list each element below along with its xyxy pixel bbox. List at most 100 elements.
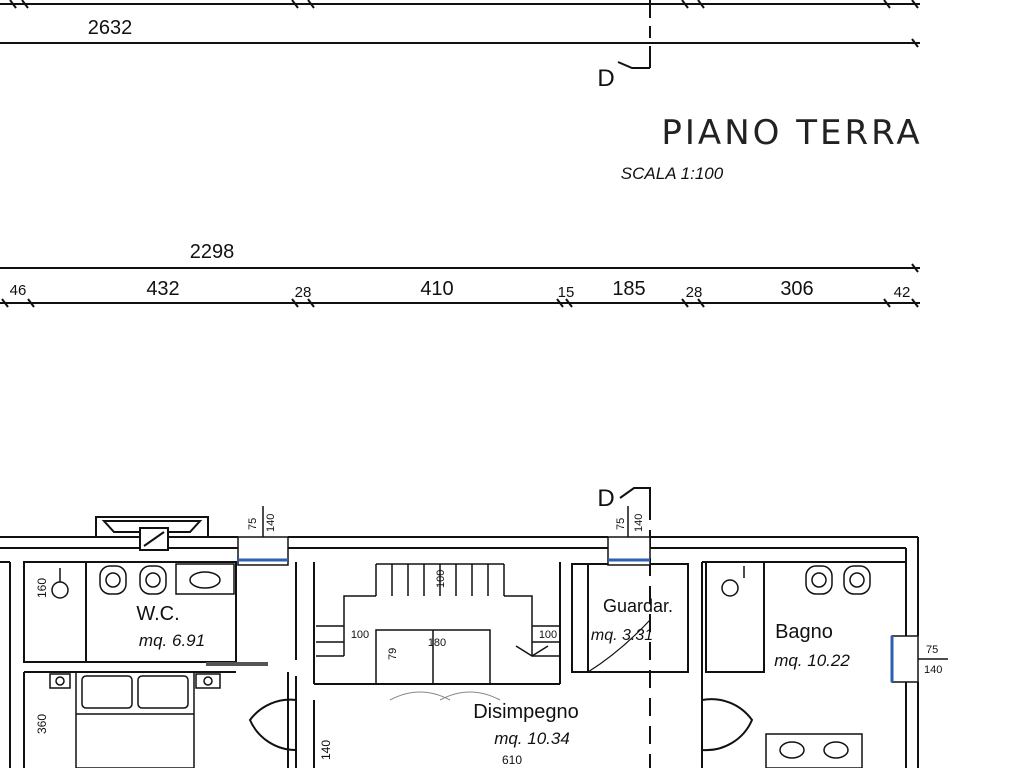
wc-room [23,561,237,663]
window-w1-width: 140 [265,514,277,532]
room-area-disimpegno: mq. 10.34 [494,729,570,748]
lamp-icon [55,676,65,686]
dim-tick [9,0,17,9]
pillow-icon [137,675,189,709]
shower-drain-icon [721,579,739,597]
dim-tick [911,0,919,9]
sink-basin-icon [189,571,221,589]
stair-arrow-icon [515,645,549,657]
toilet-icon [805,565,833,595]
hatch-inner [101,520,203,533]
dim-tick [697,0,705,9]
top-dimension-group [0,0,920,48]
section-letter-plan: D [597,485,614,512]
bidet-icon [843,565,871,595]
bidet-bowl-icon [849,572,865,588]
roof-hatch [95,516,209,551]
chain-segment-label: 15 [558,284,575,301]
sink-basin-icon [779,741,805,759]
toilet-bowl-icon [811,572,827,588]
guardaroba-room [571,563,689,673]
plan-title: PIANO TERRA [661,113,922,153]
section-arrow-icon [619,487,651,502]
window-w3-width: 140 [924,664,942,676]
stair-top-dim: 100 [435,570,447,588]
dim-tick [911,298,919,308]
door-swing-icon [701,698,754,752]
dim-tick [307,0,315,9]
section-arrow-icon [617,61,650,69]
stair-right-dim: 100 [539,629,557,641]
dim-tick [697,298,705,308]
dim-tick [291,298,299,308]
chain-segment-label: 28 [295,284,312,301]
dim-tick [681,0,689,9]
staircase [316,563,560,701]
toilet-icon [99,565,127,595]
dim-tick [681,298,689,308]
bidet-bowl-icon [145,572,161,588]
dim-tick [291,0,299,9]
plan-scale: SCALA 1:100 [621,164,724,183]
dim-tick [307,298,315,308]
dim-tick [883,0,891,9]
chain-segment-label: 410 [420,278,453,300]
room-name-guardaroba: Guardar. [603,596,673,616]
dim-tick [1,298,9,308]
bidet-icon [139,565,167,595]
sink-basin-icon [823,741,849,759]
dim-tick [911,263,919,273]
room-area-guardaroba: mq. 3.31 [591,627,653,644]
stair-left-dim: 100 [351,629,369,641]
bedroom-fixtures [49,671,221,768]
windows-group [237,506,948,683]
wc-fixtures [51,563,268,666]
stair-mid-dim: 180 [428,637,446,649]
door-swing-icon [587,619,651,673]
door-left-dim: 140 [319,740,333,760]
stair-left-treads [316,625,344,657]
chain-segment-label: 306 [780,278,813,300]
room-name-bagno: Bagno [775,621,833,643]
dim-tick [27,298,35,308]
double-sink-icon [765,733,863,768]
section-letter-top: D [597,65,614,92]
chimney-icon-cross [143,531,165,547]
toilet-bowl-icon [105,572,121,588]
bagno-shower [705,561,765,673]
nightstand-icon [49,673,71,689]
chain-segment-label: 28 [686,284,703,301]
dimension-chain-group [0,263,920,308]
stair-step-dim: 79 [387,648,399,660]
room-name-disimpegno: Disimpegno [473,701,579,723]
chain-segment-label: 46 [10,282,27,299]
stair-right-treads [532,625,560,657]
nightstand-icon [195,673,221,689]
room-area-bagno: mq. 10.22 [774,651,850,670]
handrail-icon [439,691,501,701]
top-dimension-total: 2632 [88,17,133,39]
window-w2-width: 140 [633,514,645,532]
stair-landing-outline [343,595,533,656]
bagno-fixtures [721,565,871,768]
corridor-doors [248,698,754,752]
dim-tick [883,298,891,308]
sink-icon [175,563,235,595]
handrail-icon [389,691,451,701]
chain-segment-label: 432 [146,278,179,300]
bed-dimension: 360 [35,714,49,734]
room-area-wc: mq. 6.91 [139,631,205,650]
window-w3 [891,635,919,683]
guardaroba-door [587,619,651,673]
corridor-width-dim: 610 [502,753,522,767]
dim-tick [556,298,564,308]
lamp-icon [203,676,213,686]
section-marker-top: D [597,0,651,92]
shower-drain-icon [51,581,69,599]
window-w3-height: 75 [926,644,938,656]
window-w2-height: 75 [615,518,627,530]
bed-icon [75,671,195,768]
window-w1-height: 75 [247,518,259,530]
door-swing-icon [248,698,297,752]
